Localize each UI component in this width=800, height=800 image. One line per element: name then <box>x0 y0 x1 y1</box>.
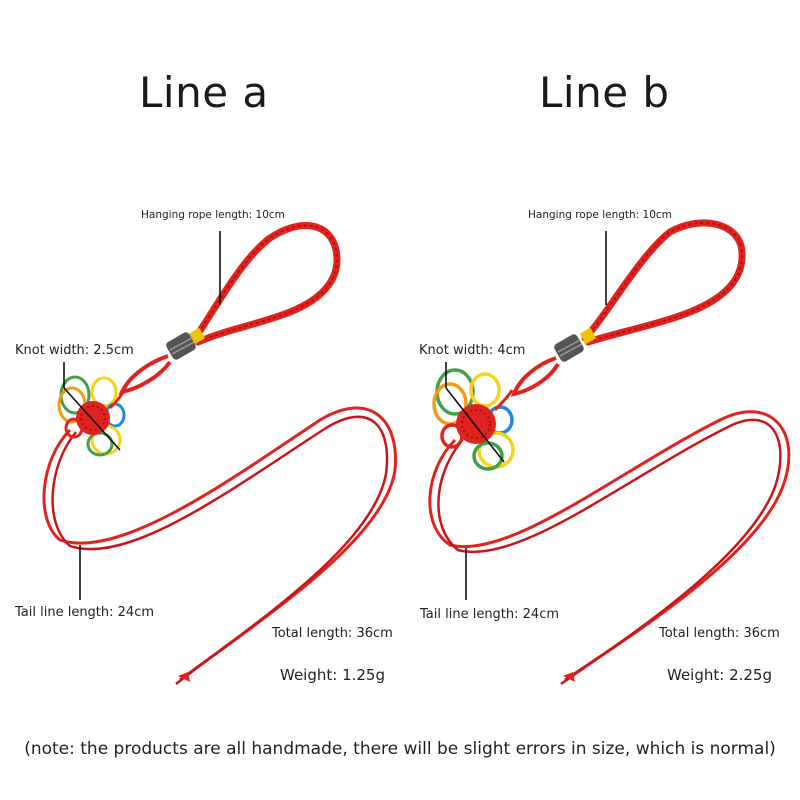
panel-a-total-length-label: Total length: 36cm <box>272 626 393 641</box>
panel-a-title: Line a <box>139 68 269 117</box>
product-a-knot <box>57 375 126 457</box>
panel-b-weight-label: Weight: 2.25g <box>667 666 772 684</box>
product-b-metal-bead <box>554 334 584 362</box>
product-a-hanging-loop <box>191 222 341 346</box>
panel-b-hanging-rope-label: Hanging rope length: 10cm <box>528 209 672 221</box>
panel-b-knot-width-label: Knot width: 4cm <box>419 343 526 358</box>
product-a-tail-line <box>42 406 398 682</box>
product-b-tail-line <box>428 410 791 682</box>
handmade-note: (note: the products are all handmade, th… <box>24 739 776 759</box>
panel-a-knot-width-label: Knot width: 2.5cm <box>15 343 134 358</box>
leader-lines <box>63 231 607 600</box>
panel-b-title: Line b <box>539 68 670 117</box>
product-b-hanging-loop <box>581 219 746 346</box>
panel-a-weight-label: Weight: 1.25g <box>280 666 385 684</box>
panel-b-total-length-label: Total length: 36cm <box>659 626 780 641</box>
panel-b-tail-line-label: Tail line length: 24cm <box>420 607 560 622</box>
product-b-cord <box>428 219 791 686</box>
product-a-yellow-band <box>188 327 206 345</box>
panel-a-tail-line-label: Tail line length: 24cm <box>15 605 155 620</box>
product-b-yellow-band <box>579 327 597 345</box>
panel-a-hanging-rope-label: Hanging rope length: 10cm <box>141 209 285 221</box>
